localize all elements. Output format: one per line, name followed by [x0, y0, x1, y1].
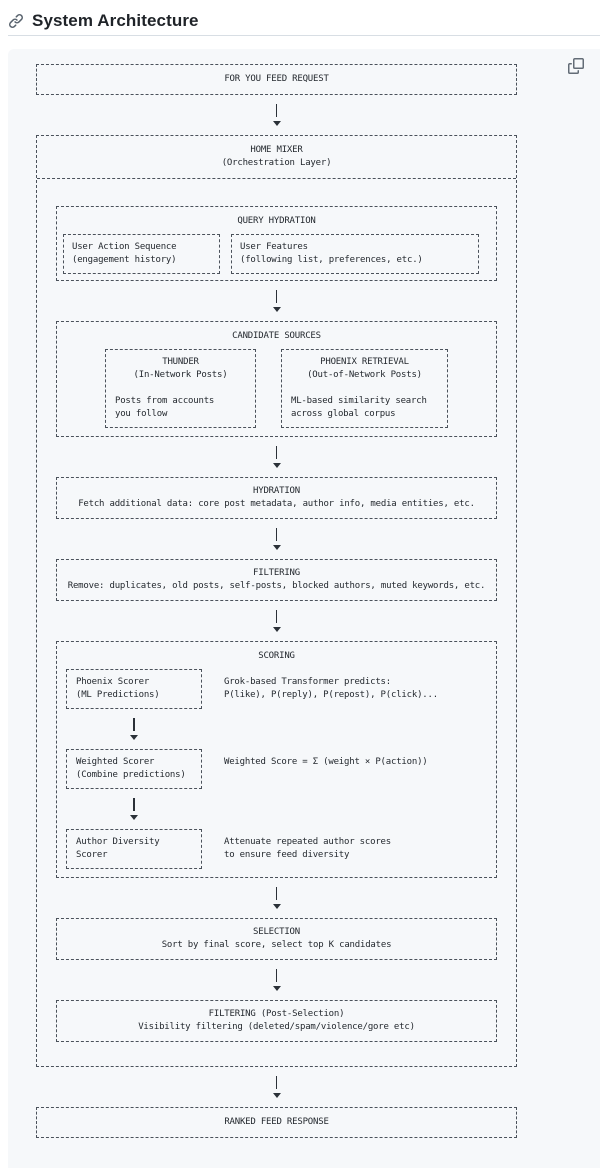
box-line: Author Diversity [76, 837, 160, 847]
box-desc: across global corpus [291, 409, 396, 419]
section-desc: Remove: duplicates, old posts, self-post… [67, 581, 486, 591]
section-title: FILTERING (Post-Selection) [208, 1009, 345, 1019]
query-hydration-row: User Action Sequence (engagement history… [57, 228, 496, 280]
flow-arrow [56, 281, 497, 321]
user-action-sequence-box: User Action Sequence (engagement history… [63, 234, 220, 274]
section-desc: Fetch additional data: core post metadat… [78, 499, 475, 509]
scoring-step: Author Diversity Scorer Attenuate repeat… [66, 829, 496, 869]
architecture-diagram: FOR YOU FEED REQUEST HOME MIXER (Orchest… [36, 64, 517, 1138]
note-line: Weighted Score = Σ (weight × P(action)) [224, 757, 428, 767]
box-line: (following list, preferences, etc.) [240, 255, 423, 265]
user-features-box: User Features (following list, preferenc… [231, 234, 479, 274]
box-line: (Combine predictions) [76, 770, 186, 780]
section-selection: SELECTION Sort by final score, select to… [56, 918, 497, 960]
flow-arrow [56, 519, 497, 559]
box-line: (ML Predictions) [76, 690, 160, 700]
box-desc: ML-based similarity search [291, 396, 427, 406]
response-label: RANKED FEED RESPONSE [224, 1117, 329, 1127]
scoring-step: Phoenix Scorer (ML Predictions) Grok-bas… [66, 669, 496, 709]
flow-arrow [66, 789, 202, 829]
flow-arrow [56, 960, 497, 1000]
box-subtitle: (Out-of-Network Posts) [307, 370, 422, 380]
box-subtitle: (In-Network Posts) [133, 370, 228, 380]
section-candidate-sources: CANDIDATE SOURCES THUNDER (In-Network Po… [56, 321, 497, 437]
flow-arrow [66, 709, 202, 749]
home-mixer-subtitle: (Orchestration Layer) [221, 158, 332, 168]
box-line: Phoenix Scorer [76, 677, 150, 687]
flow-arrow [56, 601, 497, 641]
section-hydration: HYDRATION Fetch additional data: core po… [56, 477, 497, 519]
scoring-note: Attenuate repeated author scores to ensu… [224, 829, 391, 869]
request-box: FOR YOU FEED REQUEST [36, 64, 517, 95]
section-scoring: SCORING Phoenix Scorer (ML Predictions) … [56, 641, 497, 878]
note-line: to ensure feed diversity [224, 850, 350, 860]
section-heading: System Architecture [8, 0, 600, 36]
page-title: System Architecture [32, 11, 199, 30]
flow-arrow [56, 437, 497, 477]
home-mixer-box: HOME MIXER (Orchestration Layer) QUERY H… [36, 135, 517, 1067]
box-line: (engagement history) [72, 255, 177, 265]
box-line: Scorer [76, 850, 108, 860]
section-title: SELECTION [253, 927, 300, 937]
copy-code-button[interactable] [568, 58, 584, 74]
box-title: THUNDER [162, 357, 199, 367]
section-title: SCORING [258, 651, 295, 661]
note-line: Grok-based Transformer predicts: [224, 677, 391, 687]
author-diversity-scorer-box: Author Diversity Scorer [66, 829, 202, 869]
phoenix-scorer-box: Phoenix Scorer (ML Predictions) [66, 669, 202, 709]
scoring-note: Grok-based Transformer predicts: P(like)… [224, 669, 438, 709]
scoring-step: Weighted Scorer (Combine predictions) We… [66, 749, 496, 789]
box-line: User Features [240, 242, 308, 252]
home-mixer-body: QUERY HYDRATION User Action Sequence (en… [37, 179, 516, 1066]
scoring-note: Weighted Score = Σ (weight × P(action)) [224, 749, 428, 789]
candidate-sources-row: THUNDER (In-Network Posts) Posts from ac… [57, 343, 496, 436]
box-line: User Action Sequence [72, 242, 177, 252]
box-desc: you follow [115, 409, 168, 419]
link-icon [8, 13, 24, 29]
section-title: QUERY HYDRATION [237, 216, 316, 226]
box-title: PHOENIX RETRIEVAL [320, 357, 409, 367]
code-block: FOR YOU FEED REQUEST HOME MIXER (Orchest… [8, 49, 600, 1168]
note-line: P(like), P(reply), P(repost), P(click)..… [224, 690, 438, 700]
flow-arrow [36, 95, 517, 135]
section-desc: Visibility filtering (deleted/spam/viole… [138, 1022, 415, 1032]
section-title: HYDRATION [253, 486, 300, 496]
note-line: Attenuate repeated author scores [224, 837, 391, 847]
home-mixer-title: HOME MIXER [250, 145, 303, 155]
response-box: RANKED FEED RESPONSE [36, 1107, 517, 1138]
anchor-link[interactable] [8, 13, 24, 29]
home-mixer-header: HOME MIXER (Orchestration Layer) [37, 136, 516, 179]
flow-arrow [36, 1067, 517, 1107]
section-filtering: FILTERING Remove: duplicates, old posts,… [56, 559, 497, 601]
section-post-filtering: FILTERING (Post-Selection) Visibility fi… [56, 1000, 497, 1042]
request-label: FOR YOU FEED REQUEST [224, 74, 329, 84]
box-desc: Posts from accounts [115, 396, 215, 406]
weighted-scorer-box: Weighted Scorer (Combine predictions) [66, 749, 202, 789]
section-title: CANDIDATE SOURCES [232, 331, 321, 341]
thunder-box: THUNDER (In-Network Posts) Posts from ac… [105, 349, 256, 428]
copy-icon [568, 58, 584, 74]
box-line: Weighted Scorer [76, 757, 155, 767]
section-desc: Sort by final score, select top K candid… [161, 940, 392, 950]
flow-arrow [56, 878, 497, 918]
section-title: FILTERING [253, 568, 300, 578]
section-query-hydration: QUERY HYDRATION User Action Sequence (en… [56, 206, 497, 281]
phoenix-retrieval-box: PHOENIX RETRIEVAL (Out-of-Network Posts)… [281, 349, 448, 428]
